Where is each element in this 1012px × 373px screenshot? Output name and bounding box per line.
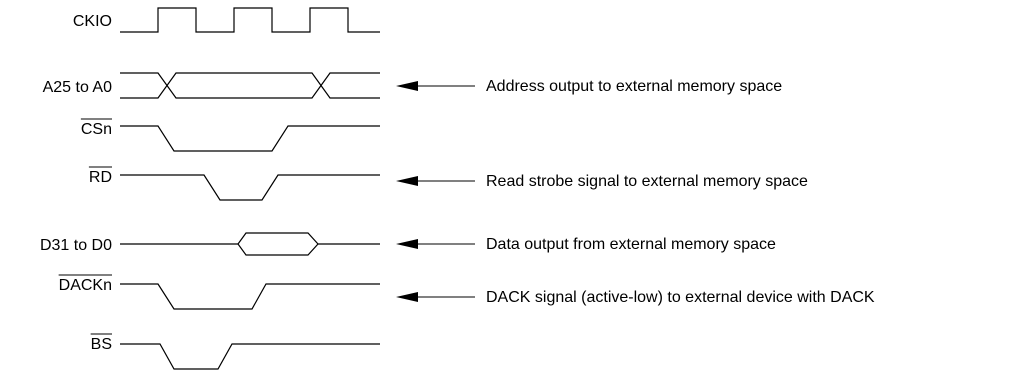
waveform-address-lower — [120, 72, 380, 99]
annotation-dack: DACK signal (active-low) to external dev… — [486, 289, 875, 306]
annotation-data: Data output from external memory space — [486, 236, 776, 253]
arrow-address-head — [396, 81, 418, 91]
waveform-ckio — [120, 7, 380, 33]
annotation-read-strobe: Read strobe signal to external memory sp… — [486, 173, 808, 190]
waveform-rd — [120, 174, 380, 201]
signal-label-ckio: CKIO — [73, 13, 112, 30]
signal-label-data: D31 to D0 — [40, 237, 112, 254]
signal-label-dackn: DACKn — [59, 277, 112, 294]
arrow-dack-head — [396, 292, 418, 302]
arrow-data-head — [396, 239, 418, 249]
waveform-dackn — [120, 283, 380, 310]
signal-label-rd: RD — [89, 169, 112, 186]
annotation-address: Address output to external memory space — [486, 78, 782, 95]
waveform-address-upper — [120, 72, 380, 99]
arrow-read-strobe-head — [396, 176, 418, 186]
signal-label-address: A25 to A0 — [43, 79, 112, 96]
signal-label-bs: BS — [91, 336, 112, 353]
signal-label-csn: CSn — [81, 121, 112, 138]
waveform-csn — [120, 125, 380, 152]
waveform-data-valid — [237, 232, 319, 256]
waveform-bs — [120, 343, 380, 370]
